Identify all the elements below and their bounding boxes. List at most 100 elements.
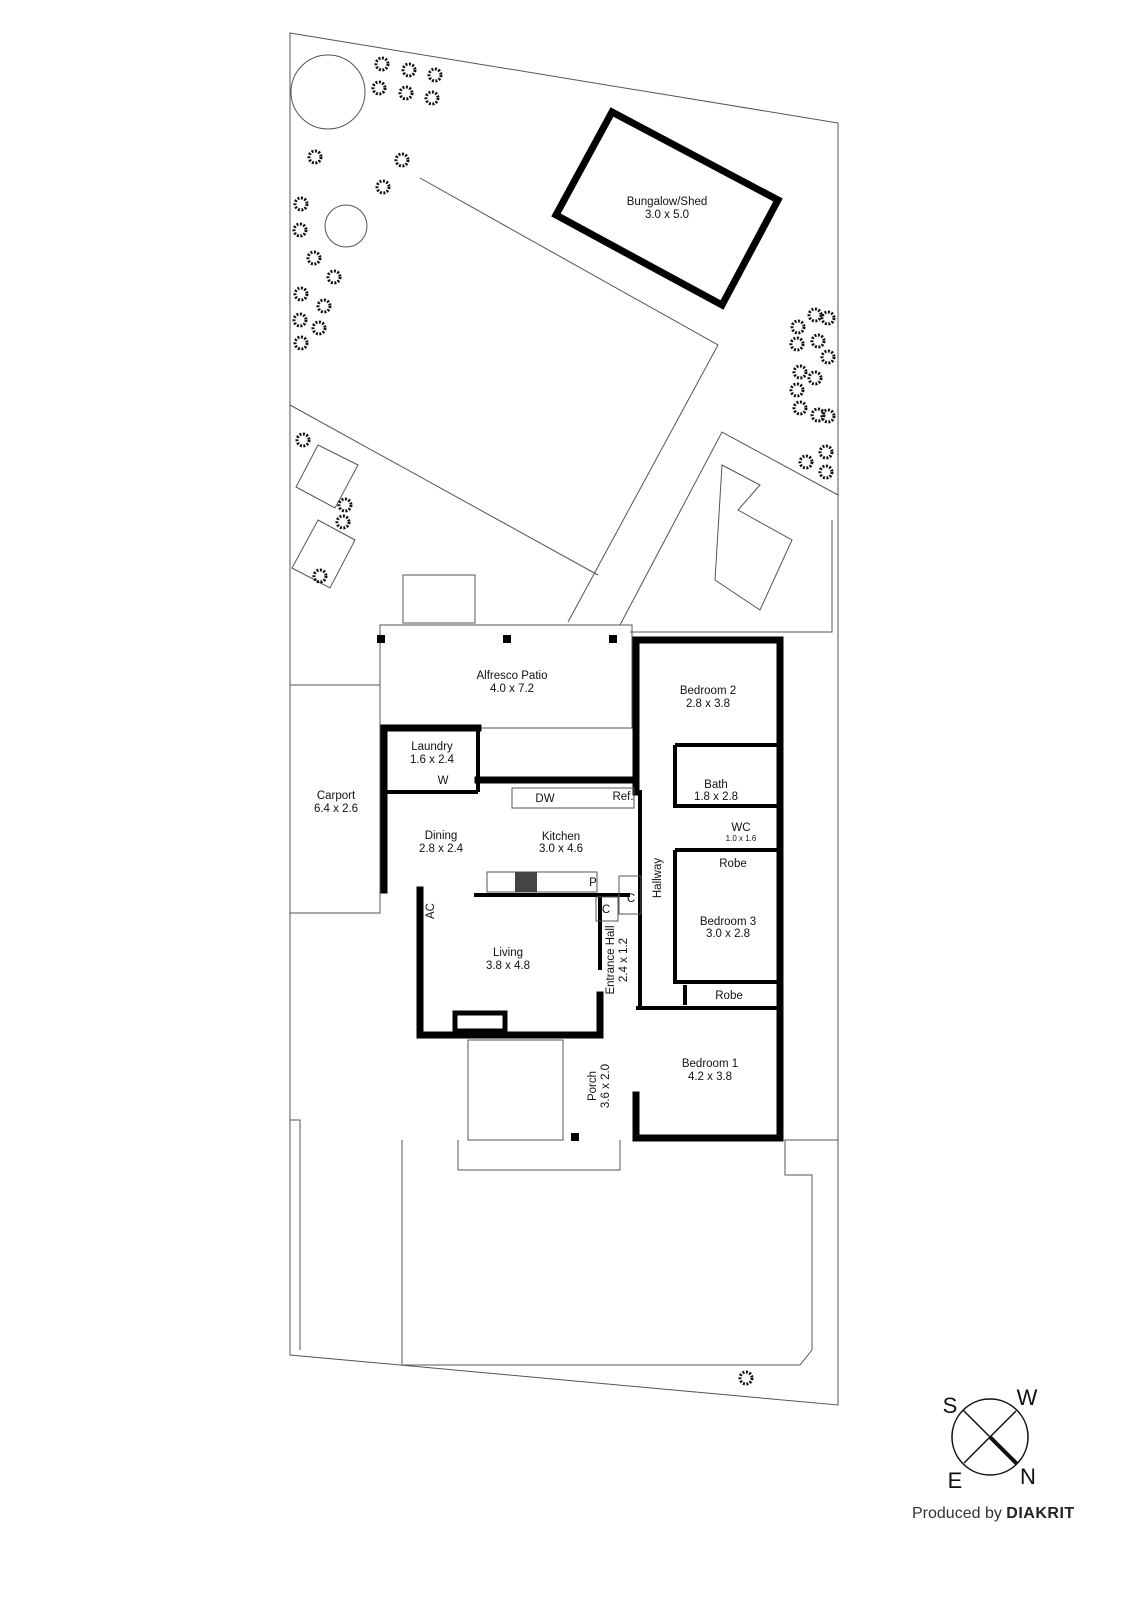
interior-wall xyxy=(673,850,780,984)
shrub-icon xyxy=(371,80,387,96)
front-garden xyxy=(467,1039,564,1141)
shrub-icon xyxy=(810,333,826,349)
shrub-icon xyxy=(311,320,327,336)
shrub-icon xyxy=(293,335,309,351)
shrub-icon xyxy=(790,319,806,335)
room-size: 3.0 x 5.0 xyxy=(645,209,689,221)
carport-area xyxy=(289,684,381,914)
shrub-icon xyxy=(306,250,322,266)
shrub-icon xyxy=(337,497,353,513)
credit-prefix: Produced by xyxy=(912,1505,1002,1522)
aircon-label: AC xyxy=(425,903,437,919)
fridge-label: Ref. xyxy=(612,791,633,803)
shrub-icon xyxy=(789,336,805,352)
producer-credit: Produced by DIAKRIT xyxy=(912,1505,1075,1523)
room-name: Hallway xyxy=(652,858,664,899)
post xyxy=(571,1133,579,1141)
room-name: Kitchen xyxy=(542,831,580,843)
robe-label: Robe xyxy=(719,858,747,870)
room-name: Dining xyxy=(425,830,458,842)
side-boundary xyxy=(630,520,833,633)
shrub-icon xyxy=(738,1370,754,1386)
shrub-icon xyxy=(424,90,440,106)
shrub-icon xyxy=(295,432,311,448)
garden-bed xyxy=(295,444,359,509)
lawn-outline xyxy=(419,177,719,623)
shrub-icon xyxy=(807,370,823,386)
post xyxy=(503,635,511,643)
shrub-icon xyxy=(820,310,836,326)
room-size: 4.2 x 3.8 xyxy=(688,1071,732,1083)
compass: S W E N xyxy=(943,1385,1038,1493)
shrub-icon xyxy=(818,444,834,460)
pantry-label: P xyxy=(589,877,597,889)
shrub-icon xyxy=(394,152,410,168)
dishwasher-label: DW xyxy=(535,793,554,805)
room-size: 3.0 x 4.6 xyxy=(539,843,583,855)
cupboard-label: C xyxy=(602,904,610,916)
post xyxy=(609,635,617,643)
tree-icon xyxy=(324,204,368,248)
room-name: Bath xyxy=(704,779,728,791)
shrub-icon xyxy=(326,269,342,285)
compass-west: W xyxy=(1017,1385,1038,1410)
cupboard xyxy=(618,875,642,915)
room-size: 1.0 x 1.6 xyxy=(726,834,757,843)
shrub-icon xyxy=(789,382,805,398)
shrub-icon xyxy=(293,286,309,302)
exterior-wall xyxy=(632,636,784,1142)
shrub-icon xyxy=(820,349,836,365)
compass-south: S xyxy=(943,1393,958,1418)
kitchen-bench xyxy=(511,787,635,809)
room-size: 6.4 x 2.6 xyxy=(314,803,358,815)
cupboard-label: C xyxy=(627,893,635,905)
washer-label: W xyxy=(438,775,449,787)
brand-logo: DIAKRIT xyxy=(1006,1505,1075,1522)
interior-wall xyxy=(673,745,780,808)
compass-north: N xyxy=(1020,1464,1036,1489)
shrub-icon xyxy=(292,312,308,328)
side-path xyxy=(290,1119,301,1350)
shrub-icon xyxy=(792,364,808,380)
north-arrow-icon xyxy=(988,1435,1019,1466)
shrub-icon xyxy=(820,408,836,424)
room-size: 3.6 x 2.0 xyxy=(600,1064,612,1108)
room-size: 2.8 x 3.8 xyxy=(686,698,730,710)
driveway-outline xyxy=(401,1139,838,1366)
room-size: 1.8 x 2.8 xyxy=(694,791,738,803)
shrub-icon xyxy=(810,407,826,423)
compass-east: E xyxy=(948,1468,963,1493)
shrub-icon xyxy=(798,454,814,470)
fireplace xyxy=(452,1010,508,1034)
shrub-icon xyxy=(335,514,351,530)
front-path xyxy=(457,1140,621,1171)
shrub-icon xyxy=(375,179,391,195)
room-size: 1.6 x 2.4 xyxy=(410,754,455,766)
shrub-icon xyxy=(792,400,808,416)
robe-label: Robe xyxy=(715,990,743,1002)
room-size: 3.8 x 4.8 xyxy=(486,960,530,972)
room-name: WC xyxy=(731,822,750,834)
room-size: 2.8 x 2.4 xyxy=(419,843,464,855)
room-name: Alfresco Patio xyxy=(477,670,548,682)
exterior-wall xyxy=(380,724,482,894)
cooktop-icon xyxy=(515,872,537,892)
yard-line xyxy=(289,404,599,576)
room-size: 4.0 x 7.2 xyxy=(490,683,534,695)
room-name: Bedroom 1 xyxy=(682,1058,738,1070)
garden-pots xyxy=(402,574,476,624)
shrub-icon xyxy=(293,196,309,212)
room-size: 3.0 x 2.8 xyxy=(706,928,750,940)
alfresco-area xyxy=(379,624,633,729)
shrub-icon xyxy=(401,62,417,78)
driveway-outline xyxy=(619,431,839,626)
exterior-wall xyxy=(416,886,604,1039)
shrub-icon xyxy=(307,149,323,165)
room-name: Carport xyxy=(317,790,356,802)
shrub-icon xyxy=(312,568,328,584)
shrub-icon xyxy=(398,85,414,101)
cupboard xyxy=(595,896,619,922)
neighbour-structure xyxy=(714,464,793,611)
shrub-icon xyxy=(818,464,834,480)
kitchen-bench xyxy=(486,871,598,893)
